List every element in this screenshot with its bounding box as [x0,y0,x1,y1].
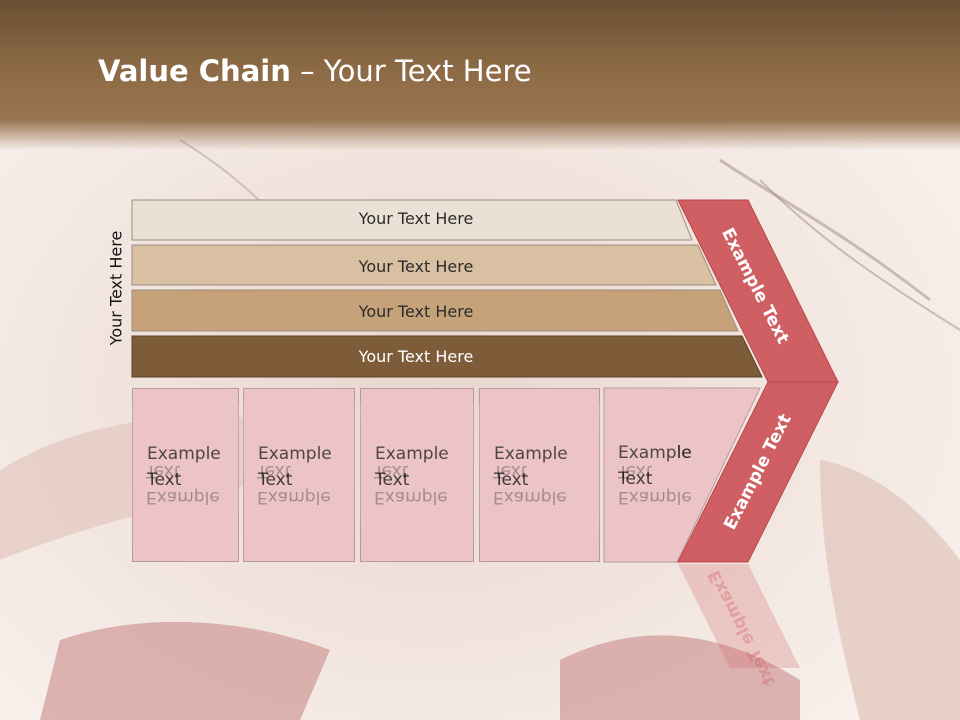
cell-2-reflection: Example Text [243,404,355,562]
cell-1-reflection: Example Text [132,404,239,562]
cell-5-label: Example Text [618,443,692,489]
cell-1: Example Text [132,388,239,562]
cell-4: Example Text [479,388,600,562]
bar-3 [131,289,739,332]
bar-1 [131,199,693,241]
cell-4-reflection-label: Example Text [493,461,567,507]
cell-3-reflection: Example Text [360,404,474,562]
bar-4 [131,335,763,378]
cell-2-reflection-label: Example Text [257,461,331,507]
cell-4-label: Example Text [494,444,568,490]
bar-2 [131,244,717,286]
cell-2-label: Example Text [258,444,332,490]
bar-2-label: Your Text Here [358,257,474,276]
cell-1-label: Example Text [147,444,221,490]
header-band [0,0,960,150]
cell-4-reflection: Example Text [479,404,600,562]
cell-2: Example Text [243,388,355,562]
title-rest: – Your Text Here [290,54,532,88]
last-cell-shape [603,387,761,563]
cell-3-label: Example Text [375,444,449,490]
bar-1-label: Your Text Here [358,209,474,228]
cell-5: Example Text [604,388,704,562]
cell-3: Example Text [360,388,474,562]
bar-4-label: Your Text Here [358,347,474,366]
cell-3-reflection-label: Example Text [374,461,448,507]
cell-1-reflection-label: Example Text [146,461,220,507]
cell-5-reflection: Example Text [604,404,692,562]
cell-5-reflection-label: Example Text [618,461,692,507]
bar-3-label: Your Text Here [358,302,474,321]
chevron-reflection [678,564,800,668]
chevron-lower [677,381,839,563]
page-title: Value Chain – Your Text Here [98,54,532,88]
title-bold: Value Chain [98,54,291,88]
